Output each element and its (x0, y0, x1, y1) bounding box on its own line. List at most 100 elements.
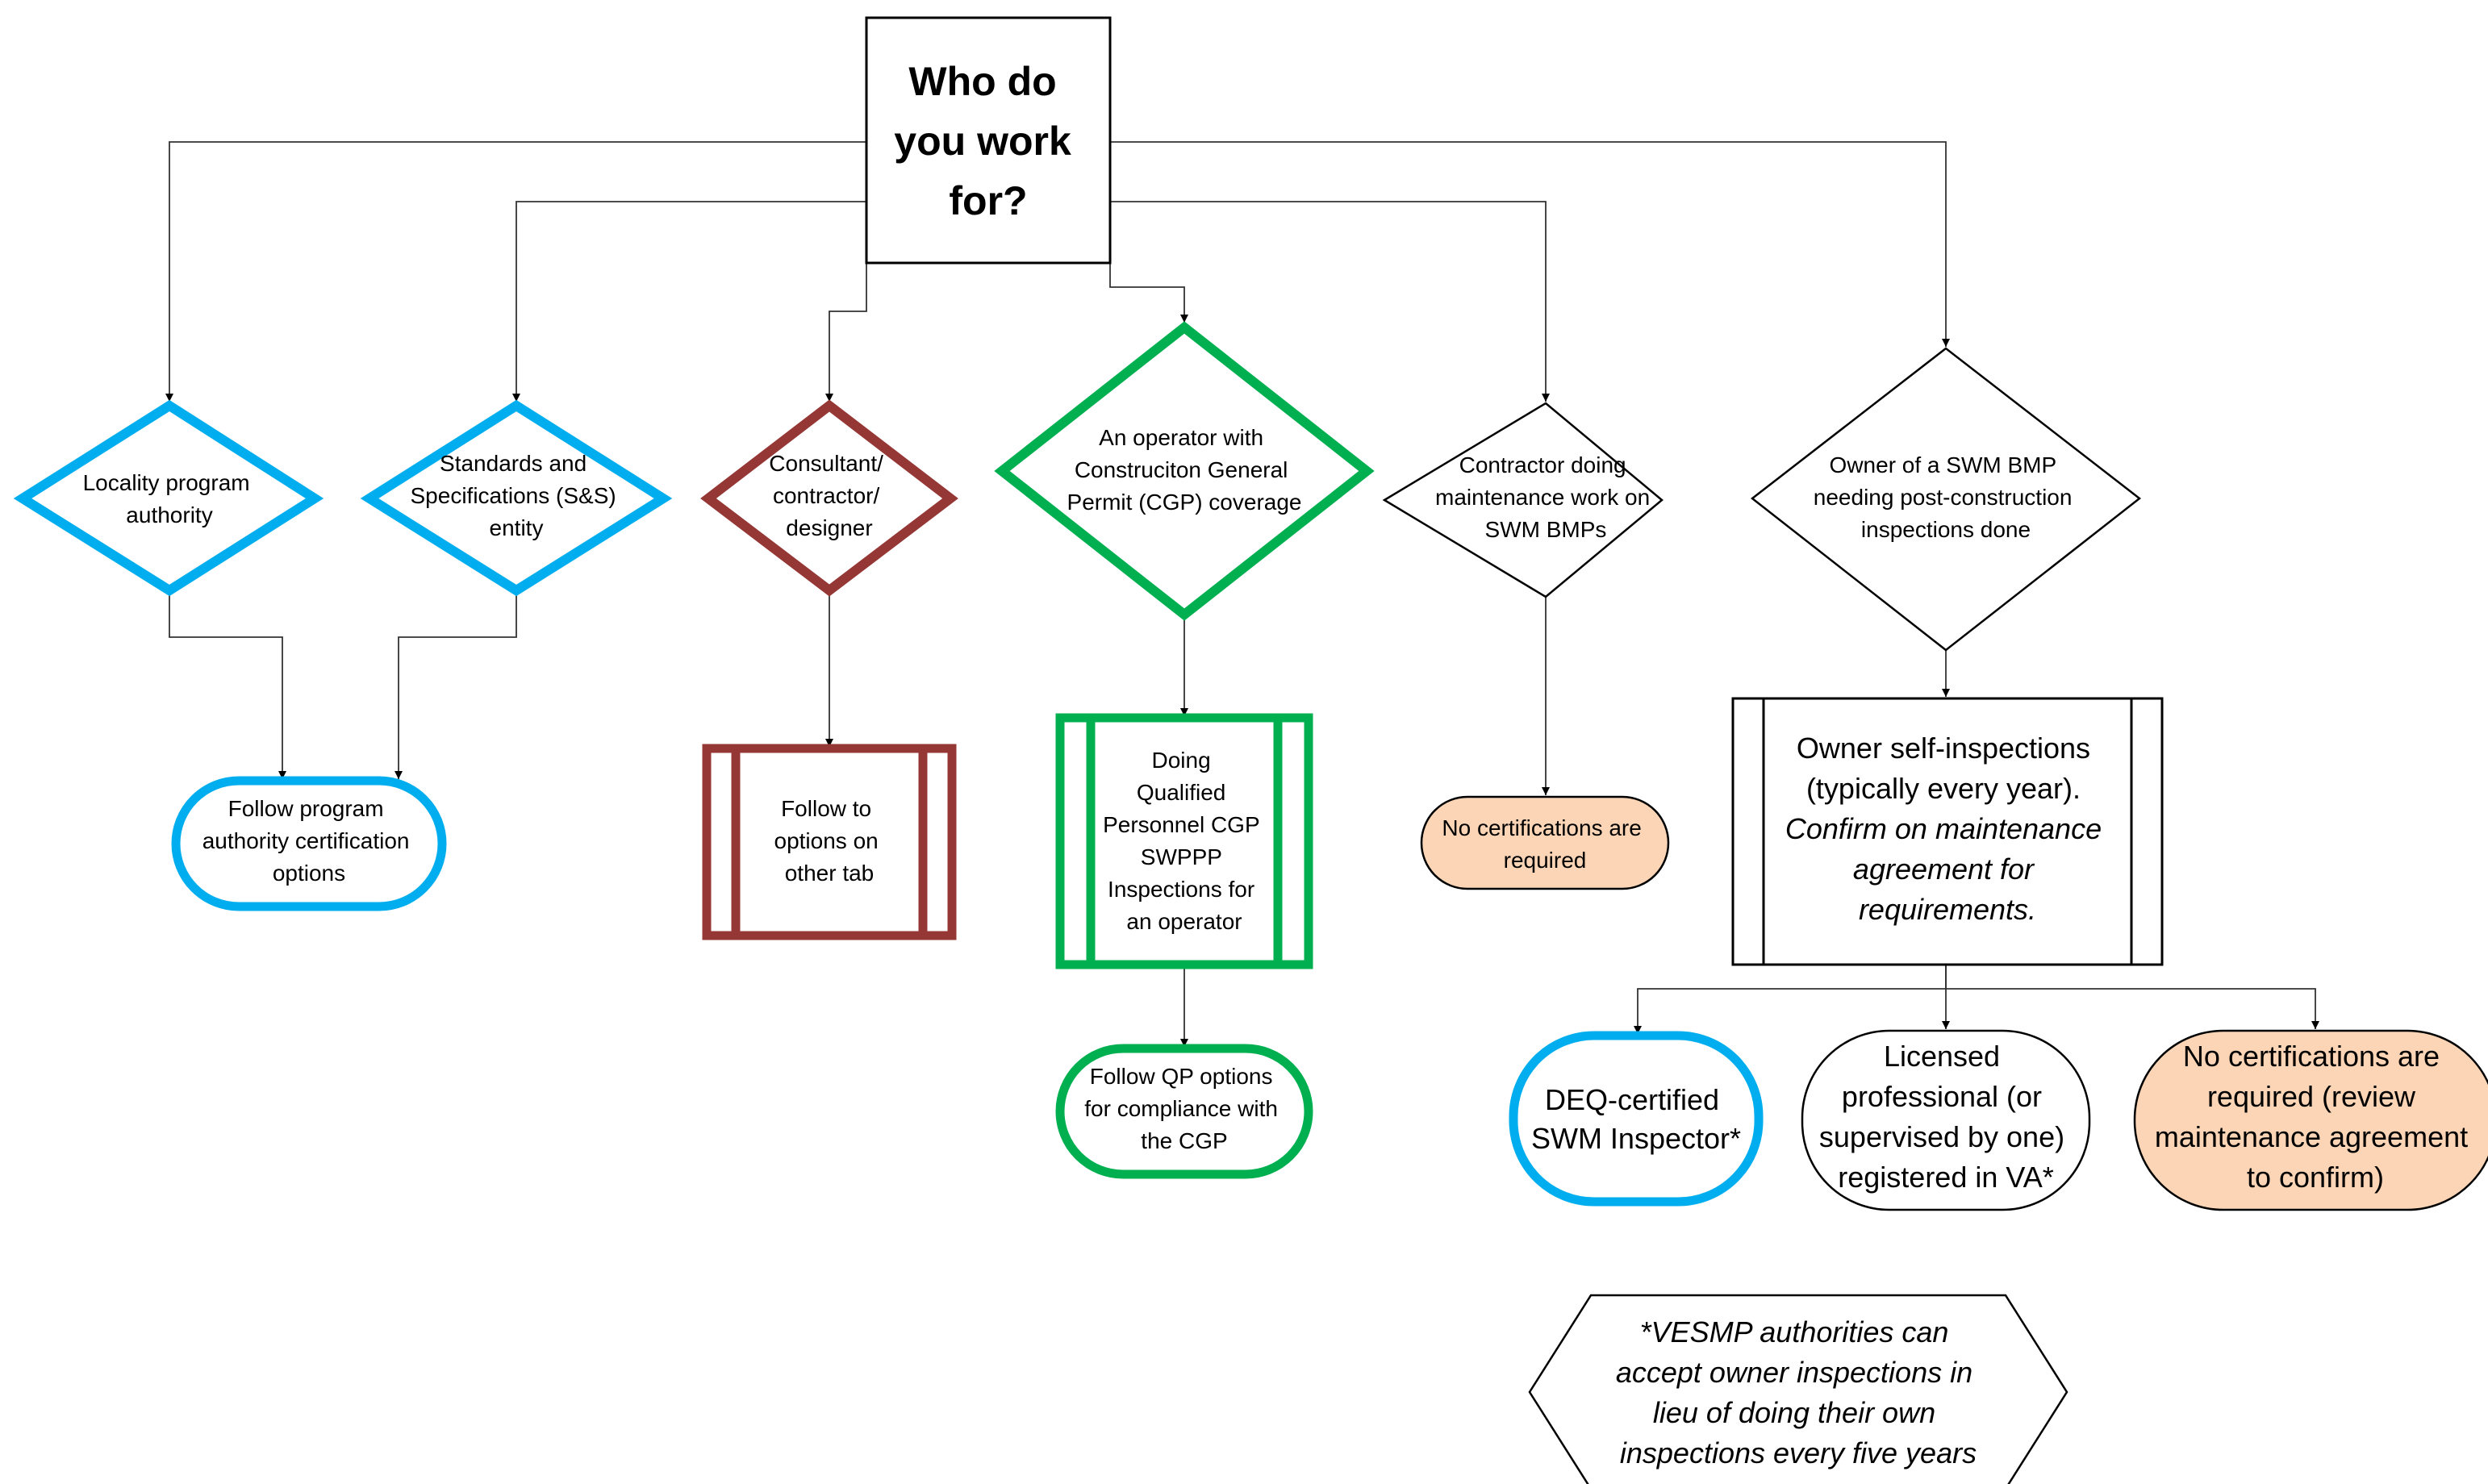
follow-program-label: Follow program authority certification o… (202, 796, 416, 886)
doing-qp-inspections-process: Doing Qualified Personnel CGP SWPPP Insp… (1055, 713, 1313, 969)
contractor-maint-label-line: SWM BMPs (1485, 517, 1607, 542)
contractor-maintenance-decision: Contractor doing maintenance work on SWM… (1382, 402, 1664, 598)
root-label-line: Who do (908, 59, 1056, 104)
follow-program-label-line: authority certification (202, 828, 410, 853)
licensed-pro-label-line: Licensed (1884, 1040, 2000, 1073)
edge-locality-to-follow-program (169, 590, 286, 779)
follow-other-tab-label-line: Follow to (781, 796, 871, 821)
locality-label-line: Locality program (83, 470, 250, 495)
operator-label-line: An operator with (1099, 425, 1263, 450)
owner-bmp-label-line: needing post-construction (1814, 485, 2073, 510)
no-cert-owner-terminator: No certifications are required (review m… (2133, 1029, 2488, 1211)
consultant-label-line: designer (786, 515, 872, 540)
owner-self-inspections-process: Owner self-inspections (typically every … (1731, 697, 2164, 966)
edge-ss-to-follow-program (394, 590, 517, 779)
follow-other-tab-label-line: options on (774, 828, 879, 853)
licensed-professional-terminator: Licensed professional (or supervised by … (1801, 1029, 2091, 1211)
licensed-pro-label-line: professional (or (1842, 1080, 2042, 1113)
contractor-maint-label: Contractor doing maintenance work on SWM… (1435, 452, 1656, 542)
follow-qp-label-line: the CGP (1141, 1128, 1227, 1153)
deq-inspector-terminator: DEQ-certified SWM Inspector* (1509, 1031, 1764, 1207)
consultant-label-line: Consultant/ (769, 451, 883, 476)
ss-entity-label-line: Specifications (S&S) (411, 483, 616, 508)
edge-root-to-ss-entity (512, 201, 866, 402)
deq-inspector-label-line: DEQ-certified (1545, 1083, 1719, 1116)
doing-qp-label-line: Inspections for (1108, 877, 1254, 902)
owner-bmp-label: Owner of a SWM BMP needing post-construc… (1814, 452, 2078, 542)
owner-bmp-label-line: Owner of a SWM BMP (1830, 452, 2056, 477)
deq-inspector-label-line: SWM Inspector* (1531, 1122, 1741, 1155)
follow-qp-options-terminator: Follow QP options for compliance with th… (1055, 1044, 1313, 1179)
no-cert-contractor-label-line: required (1504, 848, 1587, 873)
operator-label: An operator with Construciton General Pe… (1067, 425, 1302, 515)
follow-other-tab-label: Follow to options on other tab (774, 796, 885, 886)
consultant-label: Consultant/ contractor/ designer (769, 451, 889, 540)
connectors (165, 141, 2319, 1047)
root-question-box: Who do you work for? (865, 16, 1112, 265)
owner-self-label-line: requirements. (1859, 893, 2036, 926)
no-cert-owner-label-line: required (review (2207, 1080, 2416, 1113)
ss-entity-label-line: entity (490, 515, 544, 540)
owner-self-label-line: Confirm on maintenance (1785, 812, 2102, 845)
follow-qp-label: Follow QP options for compliance with th… (1084, 1064, 1284, 1153)
operator-label-line: Construciton General (1075, 457, 1288, 482)
follow-program-label-line: Follow program (228, 796, 384, 821)
follow-qp-label-line: Follow QP options (1090, 1064, 1273, 1089)
edge-root-to-consultant (825, 263, 867, 402)
no-cert-contractor-label-line: No certifications are (1442, 815, 1641, 840)
edge-root-to-operator (1109, 263, 1188, 323)
no-cert-owner-label: No certifications are required (review m… (2155, 1040, 2476, 1194)
footnote-label: *VESMP authorities can accept owner insp… (1616, 1315, 1981, 1469)
locality-label: Locality program authority (83, 470, 257, 527)
doing-qp-label-line: Doing (1152, 748, 1211, 773)
licensed-pro-label: Licensed professional (or supervised by … (1819, 1040, 2073, 1194)
doing-qp-label-line: SWPPP (1141, 844, 1222, 869)
consultant-decision: Consultant/ contractor/ designer (700, 399, 958, 597)
no-cert-owner-label-line: No certifications are (2183, 1040, 2440, 1073)
owner-self-label-line: Owner self-inspections (1797, 732, 2090, 765)
consultant-label-line: contractor/ (773, 483, 879, 508)
contractor-maint-label-line: maintenance work on (1435, 485, 1650, 510)
locality-label-line: authority (126, 502, 212, 527)
contractor-maint-label-line: Contractor doing (1459, 452, 1626, 477)
follow-program-authority-terminator: Follow program authority certification o… (171, 776, 447, 911)
follow-qp-label-line: for compliance with (1084, 1096, 1278, 1121)
follow-other-tab-label-line: other tab (785, 861, 875, 886)
edge-owner-self-to-no-cert (1945, 965, 2319, 1029)
footnote-label-line: accept owner inspections in (1616, 1356, 1972, 1389)
ss-entity-label-line: Standards and (440, 451, 587, 476)
footnote-label-line: inspections every five years (1620, 1436, 1977, 1469)
owner-bmp-decision: Owner of a SWM BMP needing post-construc… (1750, 347, 2142, 652)
edge-root-to-locality (165, 141, 866, 402)
deq-inspector-label: DEQ-certified SWM Inspector* (1531, 1083, 1741, 1155)
owner-self-label-line: agreement for (1853, 852, 2035, 886)
follow-program-label-line: options (273, 861, 345, 886)
ss-entity-label: Standards and Specifications (S&S) entit… (411, 451, 623, 540)
operator-cgp-decision: An operator with Construciton General Pe… (994, 321, 1375, 621)
footnote-hexagon: *VESMP authorities can accept owner insp… (1528, 1294, 2068, 1484)
licensed-pro-label-line: supervised by one) (1819, 1120, 2064, 1153)
doing-qp-label: Doing Qualified Personnel CGP SWPPP Insp… (1103, 748, 1266, 934)
doing-qp-label-line: Qualified (1137, 780, 1226, 805)
root-label-line: you work (894, 119, 1071, 164)
licensed-pro-label-line: registered in VA* (1838, 1161, 2053, 1194)
no-cert-contractor-label: No certifications are required (1442, 815, 1647, 873)
ss-entity-decision: Standards and Specifications (S&S) entit… (360, 399, 673, 597)
locality-program-authority-decision: Locality program authority (13, 399, 324, 597)
doing-qp-label-line: Personnel CGP (1103, 812, 1259, 837)
owner-self-label: Owner self-inspections (typically every … (1785, 732, 2110, 926)
edge-root-to-owner-bmp (1110, 141, 1950, 347)
root-label: Who do you work for? (894, 59, 1082, 223)
follow-other-tab-process: Follow to options on other tab (702, 744, 957, 940)
operator-label-line: Permit (CGP) coverage (1067, 490, 1302, 515)
edge-root-to-contractor-maint (1110, 201, 1550, 402)
doing-qp-label-line: an operator (1126, 909, 1242, 934)
owner-self-label-line: (typically every year). (1806, 772, 2081, 805)
no-cert-owner-label-line: to confirm) (2247, 1161, 2384, 1194)
owner-bmp-label-line: inspections done (1861, 517, 2031, 542)
footnote-label-line: *VESMP authorities can (1640, 1315, 1949, 1349)
no-cert-contractor-terminator: No certifications are required (1420, 795, 1670, 890)
root-label-line: for? (949, 178, 1027, 223)
no-cert-owner-label-line: maintenance agreement (2155, 1120, 2468, 1153)
